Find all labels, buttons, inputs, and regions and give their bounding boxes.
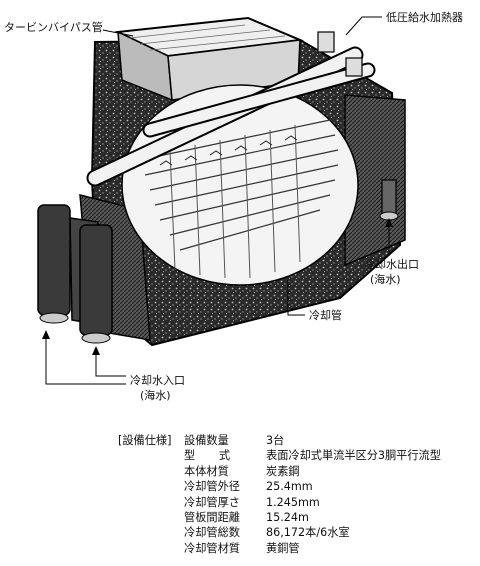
cooling-water-outlet [379,179,399,221]
turbine-bypass-duct [114,16,304,102]
label-cw-inlet: 冷却水入口 [130,374,185,387]
spec-heading: [設備仕様] [118,434,172,447]
spec-value: 炭素鋼 [266,464,300,478]
spec-key: 管板間距離 [184,510,240,524]
spec-value: 3台 [266,434,285,447]
label-cw-outlet-sub: (海水) [370,272,401,286]
spec-key: 冷却管材質 [184,541,240,555]
spec-value: 黄銅管 [266,541,300,555]
label-cooling-tube: 冷却管 [309,308,342,322]
spec-value: 表面冷却式単流半区分3胴平行流型 [266,449,441,463]
low-pressure-heater-pipes [86,31,376,187]
label-lp-heater: 低圧給水加熱器 [386,10,463,24]
spec-key: 本体材質 [184,464,229,478]
spec-value: 15.24m [266,510,309,524]
spec-key: 冷却管総数 [184,526,240,540]
label-cw-outlet: 冷却水出口 [364,257,419,271]
label-turbine-bypass: タービンバイパス管 [4,20,103,34]
spec-value: 1.245mm [266,495,320,509]
spec-key: 冷却管厚さ [184,495,240,509]
arrowheads [42,218,393,355]
cooling-water-inlet-pipes [37,204,113,344]
spec-value: 25.4mm [266,480,313,494]
spec-value: 86,172本/6水室 [266,526,350,540]
spec-table: [設備仕様] 設備数量 3台 型 式 表面冷却式単流半区分3胴平行流型 本体材質… [118,433,441,556]
leader-lines [45,16,390,385]
spec-key: 冷却管外径 [184,480,240,494]
spec-key: 設備数量 [184,434,229,447]
label-cw-inlet-sub: (海水) [140,388,171,402]
spec-key: 型 式 [184,449,241,463]
